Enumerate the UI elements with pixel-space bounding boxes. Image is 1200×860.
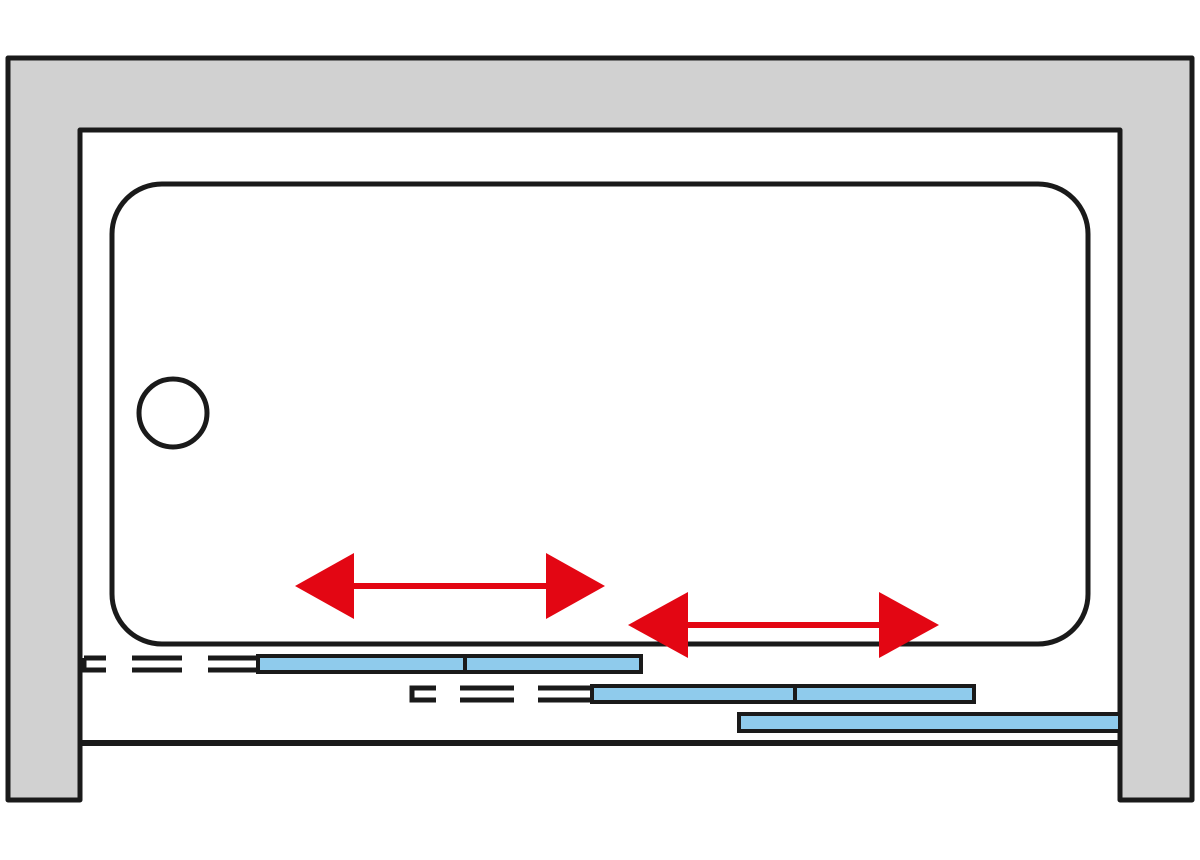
bathtub-icon: [109, 181, 1091, 647]
arrow-right-head: [546, 553, 605, 619]
track-middle-dash: [409, 685, 436, 703]
arrow-left-head: [295, 553, 354, 619]
arrow-right-head: [879, 592, 939, 658]
wall-icon: [5, 55, 1195, 803]
double-arrow-icon: [628, 592, 939, 658]
glass-panel-3: [737, 712, 1122, 733]
glass-panel-2: [590, 684, 976, 704]
tub-apron-line: [80, 740, 1120, 746]
track-bottom: [737, 712, 1122, 733]
track-top-dash: [81, 655, 106, 673]
double-arrow-icon: [295, 553, 605, 619]
track-middle: [409, 684, 976, 704]
track-top: [81, 654, 643, 674]
drain-icon: [136, 376, 210, 450]
arrow-left-head: [628, 592, 688, 658]
glass-panel-1: [256, 654, 643, 674]
